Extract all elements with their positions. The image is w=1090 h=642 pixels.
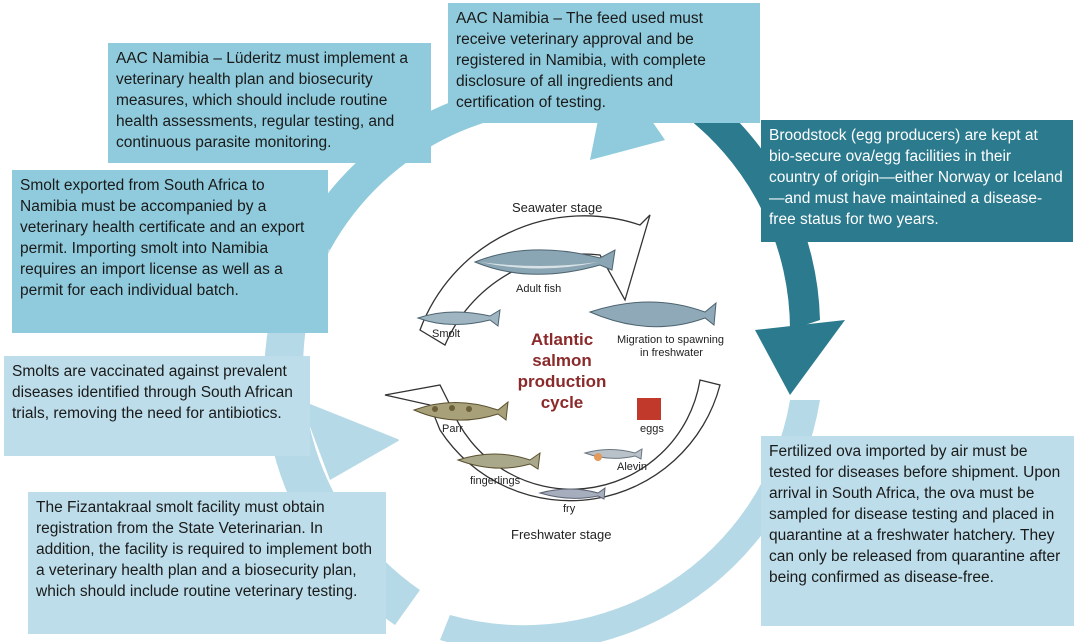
fry-fish-icon [538,486,606,500]
alevin-label: Alevin [617,461,647,473]
seawater-stage-label: Seawater stage [512,200,602,215]
arrow-head-right [755,320,845,395]
center-title-line-1: Atlantic [531,330,593,349]
fertilized-ova-box: Fertilized ova imported by air must be t… [761,436,1074,626]
luderitz-health-plan-box: AAC Namibia – Lüderitz must implement a … [108,43,431,163]
freshwater-stage-label: Freshwater stage [511,527,611,542]
alevin-fish-icon [583,448,643,461]
adult-fish-icon [473,249,616,275]
parr-label: Parr [442,423,463,435]
fizantakraal-box: The Fizantakraal smolt facility must obt… [28,492,386,634]
feed-approval-box: AAC Namibia – The feed used must receive… [448,3,760,123]
fry-label: fry [563,503,576,515]
migration-label-2: in freshwater [640,347,703,359]
arrow-head-left [300,400,400,480]
inner-cycle: Seawater stage Freshwater stage Adult fi… [384,185,755,555]
migration-label-1: Migration to spawning [617,334,724,346]
smolt-fish-icon [416,309,501,327]
parr-fish-icon [412,400,509,421]
fingerlings-label: fingerlings [470,475,521,487]
fingerlings-fish-icon [456,451,541,470]
smolt-label: Smolt [432,328,460,340]
smolt-export-box: Smolt exported from South Africa to Nami… [12,170,328,333]
eggs-label: eggs [640,423,664,435]
eggs-icon [637,398,661,420]
arrow-segment-bottom [440,400,820,642]
adult-fish-label: Adult fish [516,283,561,295]
broodstock-box: Broodstock (egg producers) are kept at b… [761,120,1073,242]
arrow-segment-right [690,95,820,330]
center-title-line-4: cycle [541,393,584,412]
center-title-line-2: salmon [532,351,592,370]
vaccination-box: Smolts are vaccinated against prevalent … [4,356,310,456]
migration-fish-icon [588,301,717,328]
seawater-arrow [419,214,651,346]
freshwater-arrow [384,379,721,502]
center-title-line-3: production [518,372,607,391]
